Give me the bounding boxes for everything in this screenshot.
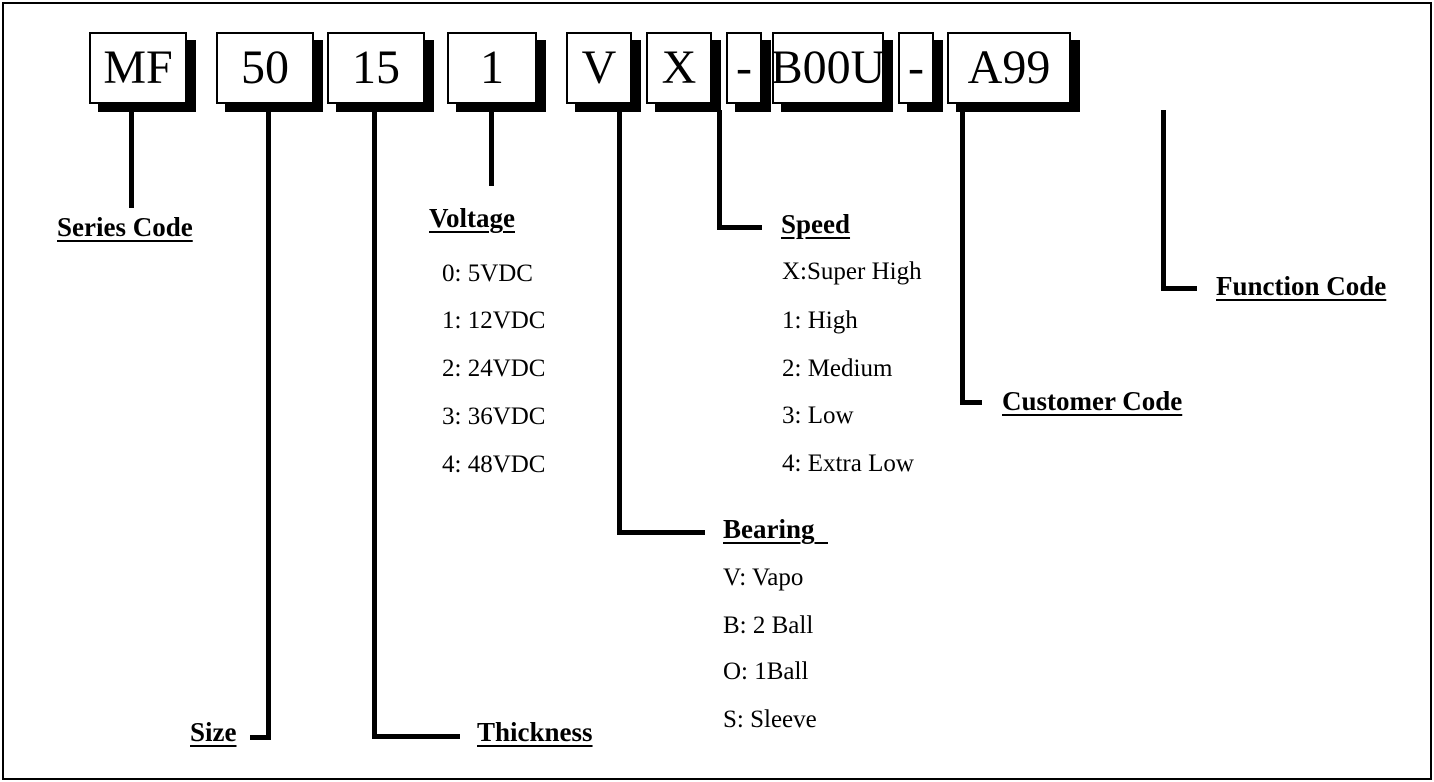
code-thickness-text: 15	[352, 41, 400, 94]
code-box-dash-2: -	[898, 32, 934, 104]
voltage-connector	[489, 110, 494, 186]
bearing-label: Bearing	[723, 514, 828, 544]
code-box-size: 50	[216, 32, 314, 104]
speed-option: X:Super High	[782, 258, 922, 285]
voltage-label: Voltage	[429, 203, 515, 233]
voltage-option: 3: 36VDC	[442, 403, 546, 430]
voltage-option: 1: 12VDC	[442, 307, 546, 334]
code-box-thickness: 15	[327, 32, 425, 104]
voltage-option: 0: 5VDC	[442, 260, 533, 287]
code-box-speed: X	[646, 32, 712, 104]
bearing-option: O: 1Ball	[723, 658, 809, 685]
voltage-option: 4: 48VDC	[442, 451, 546, 478]
speed-option: 4: Extra Low	[782, 450, 914, 477]
speed-option: 2: Medium	[782, 355, 893, 382]
code-box-voltage: 1	[447, 32, 537, 104]
speed-option: 1: High	[782, 307, 858, 334]
code-box-customer: B00U	[770, 32, 886, 104]
code-box-dash-1: -	[726, 32, 762, 104]
code-series-text: MF	[103, 41, 173, 94]
code-box-bearing: V	[566, 32, 632, 104]
code-dash-1-text: -	[736, 41, 752, 94]
code-function-text: A99	[967, 41, 1051, 94]
bearing-connector-vertical	[617, 110, 622, 535]
customer-connector-vertical	[960, 110, 965, 405]
voltage-option: 2: 24VDC	[442, 355, 546, 382]
customer-code-label: Customer Code	[1002, 386, 1183, 416]
code-size-text: 50	[241, 41, 289, 94]
bearing-option: B: 2 Ball	[723, 612, 814, 639]
size-connector-horizontal	[250, 735, 271, 740]
series-connector	[129, 110, 134, 208]
thickness-connector-horizontal	[372, 734, 460, 739]
code-bearing-text: V	[581, 41, 617, 94]
size-label: Size	[190, 717, 237, 747]
customer-connector-horizontal	[960, 400, 982, 405]
thickness-label: Thickness	[477, 717, 593, 747]
speed-label: Speed	[781, 209, 851, 239]
code-customer-text: B00U	[770, 41, 886, 94]
speed-option: 3: Low	[782, 402, 854, 429]
code-dash-2-text: -	[908, 41, 924, 94]
code-box-series: MF	[89, 32, 187, 104]
function-connector-vertical	[1161, 110, 1166, 291]
code-voltage-text: 1	[480, 41, 504, 94]
function-connector-horizontal	[1161, 286, 1197, 291]
code-box-function: A99	[947, 32, 1071, 104]
bearing-option: S: Sleeve	[723, 706, 817, 733]
series-code-label: Series Code	[57, 212, 193, 242]
bearing-option: V: Vapo	[723, 564, 804, 591]
code-speed-text: X	[661, 41, 697, 94]
bearing-connector-horizontal	[617, 530, 705, 535]
speed-connector-horizontal	[717, 225, 762, 230]
size-connector-vertical	[266, 110, 271, 740]
function-code-label: Function Code	[1216, 271, 1387, 301]
thickness-connector-vertical	[372, 110, 377, 739]
speed-connector-vertical	[717, 110, 722, 230]
